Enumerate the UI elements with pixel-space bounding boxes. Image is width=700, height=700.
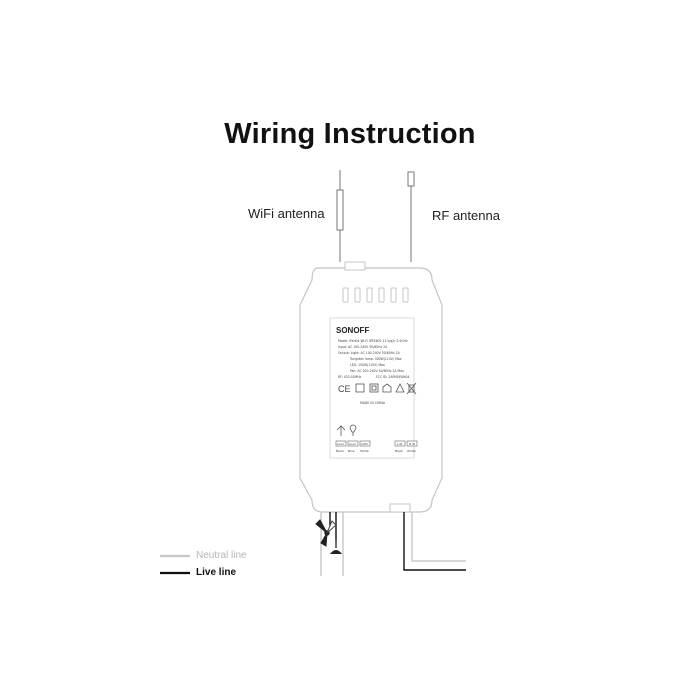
input-wires	[403, 512, 466, 571]
terminal-l-in: L IN	[397, 442, 402, 446]
terminal-n-in: N IN	[409, 442, 415, 446]
spec-line: Output: Light: AC 100-240V 50/60Hz 2A	[338, 351, 401, 355]
light-icon	[330, 540, 342, 554]
rf-antenna-label: RF antenna	[432, 208, 500, 223]
wire-color-label: Black	[336, 449, 344, 453]
square-mark-icon	[355, 383, 365, 393]
spec-lines: Model: iFan04 Wi-Fi IEEE802.11 b/g/n 2.4…	[338, 339, 409, 379]
spec-line: LED: 150W(110V) Max	[350, 363, 385, 367]
legend	[160, 554, 190, 575]
legend-live-label: Live line	[196, 567, 237, 578]
bulb-symbol-icon	[349, 424, 357, 436]
left-terminals: Load Load COM Black Blue White	[335, 440, 371, 453]
ce-mark-icon: CE	[338, 384, 351, 394]
weee-bin-icon	[406, 382, 417, 395]
terminal-load: Load	[337, 442, 344, 446]
rf-antenna	[407, 171, 415, 262]
fan-symbol-icon	[336, 425, 346, 436]
wire-color-label: Black	[395, 449, 403, 453]
wire-color-label: Blue	[348, 449, 355, 453]
terminal-load: Load	[349, 442, 356, 446]
vent-slots	[342, 287, 409, 303]
terminal-com: COM	[361, 442, 368, 446]
page-title: Wiring Instruction	[224, 118, 476, 150]
sonoff-device: SONOFF Model: iFan04 Wi-Fi IEEE802.11 b/…	[299, 261, 443, 513]
spec-line: Fan: AC 100-240V 50/60Hz 2A Max	[350, 369, 404, 373]
warning-icon	[395, 383, 405, 393]
brand-logo: SONOFF	[336, 326, 369, 335]
wire-color-label: White	[407, 449, 416, 453]
legend-neutral-label: Neutral line	[196, 550, 247, 561]
cert-icons: CE	[338, 382, 417, 395]
spec-line: FCC ID: 2APN5IFAN04	[376, 375, 409, 379]
house-icon	[382, 383, 392, 393]
wire-color-label: White	[360, 449, 369, 453]
spec-line: RF: 433.92MHz	[338, 375, 362, 379]
fan-icon	[315, 519, 337, 547]
wifi-antenna	[336, 170, 344, 262]
spec-line: Tungsten lamp: 300W(110V) Max	[349, 357, 402, 361]
wifi-antenna-label: WiFi antenna	[248, 206, 325, 221]
made-in-label: MADE IN CHINA	[360, 401, 386, 405]
spec-line: Model: iFan04 Wi-Fi IEEE802.11 b/g/n 2.4…	[338, 339, 408, 343]
double-square-icon	[369, 383, 379, 393]
spec-line: Input: AC 100-240V 50/60Hz 2A	[338, 345, 388, 349]
right-terminals: L IN N IN Black White	[394, 440, 418, 453]
